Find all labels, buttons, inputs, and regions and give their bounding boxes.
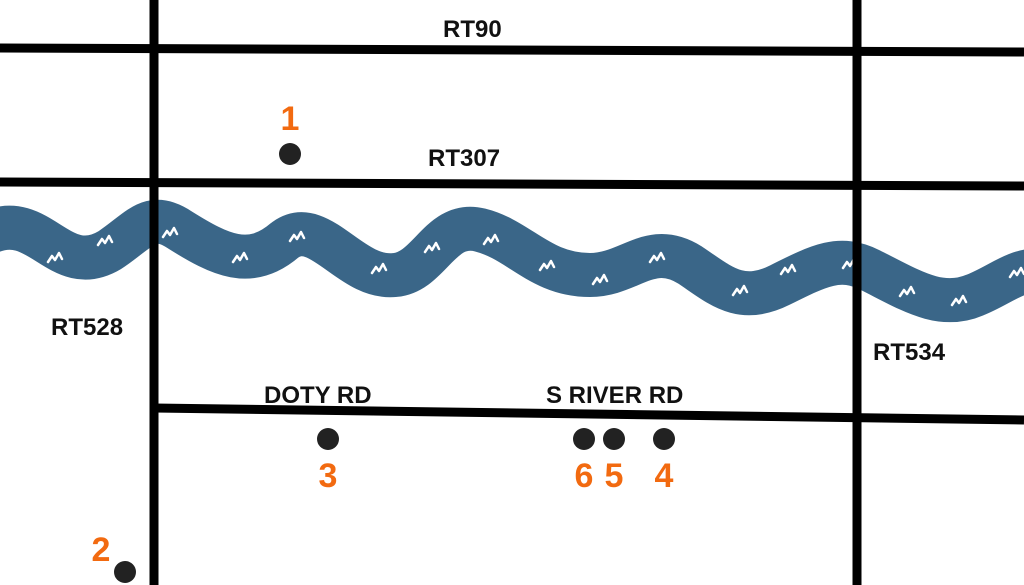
label-doty-rd: DOTY RD: [264, 382, 372, 409]
river-waves: [46, 226, 1024, 307]
marker-3[interactable]: 3: [317, 428, 339, 495]
marker-dot: [603, 428, 625, 450]
marker-dot: [114, 561, 136, 583]
marker-number: 5: [605, 457, 624, 495]
marker-2[interactable]: 2: [92, 531, 136, 583]
label-s-river-rd: S RIVER RD: [546, 382, 683, 409]
river-body: [0, 199, 1024, 323]
label-rt307: RT307: [428, 145, 500, 172]
marker-number: 3: [319, 457, 338, 495]
marker-1[interactable]: 1: [279, 100, 301, 165]
marker-dot: [317, 428, 339, 450]
marker-4[interactable]: 4: [653, 428, 675, 495]
label-rt528: RT528: [51, 314, 123, 341]
marker-5[interactable]: 5: [603, 428, 625, 495]
marker-number: 6: [575, 457, 594, 495]
marker-dot: [653, 428, 675, 450]
road-doty-s-river: [153, 403, 1024, 425]
marker-6[interactable]: 6: [573, 428, 595, 495]
marker-number: 1: [281, 100, 300, 138]
river: [0, 199, 1024, 323]
marker-dot: [573, 428, 595, 450]
label-rt534: RT534: [873, 339, 946, 366]
marker-number: 4: [655, 457, 674, 495]
marker-dot: [279, 143, 301, 165]
label-rt90: RT90: [443, 16, 502, 43]
marker-number: 2: [92, 531, 111, 569]
